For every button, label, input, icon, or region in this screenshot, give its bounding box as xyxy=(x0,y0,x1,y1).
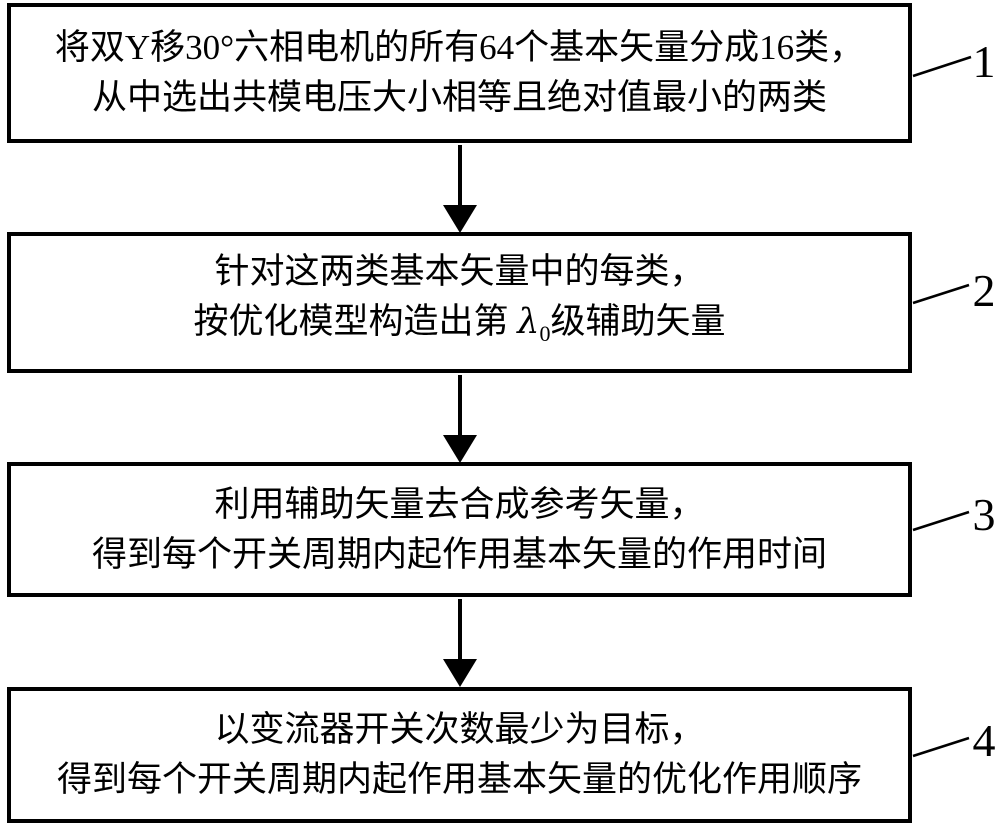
leader-line-2 xyxy=(912,283,970,305)
leader-line-1 xyxy=(912,55,972,78)
flow-step-4-line2: 得到每个开关周期内起作用基本矢量的优化作用顺序 xyxy=(56,760,862,799)
flow-step-3-line2: 得到每个开关周期内起作用基本矢量的作用时间 xyxy=(91,534,827,574)
down-arrow-3-shaft xyxy=(458,599,462,661)
flow-step-1-box: 将双Y移30°六相电机的所有64个基本矢量分成16类， 从中选出共模电压大小相等… xyxy=(7,3,912,143)
down-arrow-2-head xyxy=(443,435,477,463)
flow-step-3-box: 利用辅助矢量去合成参考矢量， 得到每个开关周期内起作用基本矢量的作用时间 xyxy=(7,462,912,597)
lambda-subscript: 0 xyxy=(539,320,551,346)
down-arrow-1-head xyxy=(443,205,477,233)
flow-step-2-line2-suffix: 级辅助矢量 xyxy=(550,301,726,341)
ref-label-4: 4 xyxy=(972,715,996,766)
flow-step-1-line1: 将双Y移30°六相电机的所有64个基本矢量分成16类， xyxy=(54,28,865,67)
down-arrow-2-shaft xyxy=(458,375,462,437)
down-arrow-1-shaft xyxy=(458,145,462,209)
flow-step-4-box: 以变流器开关次数最少为目标， 得到每个开关周期内起作用基本矢量的优化作用顺序 xyxy=(7,687,912,823)
ref-label-2: 2 xyxy=(972,265,996,316)
leader-line-3 xyxy=(912,510,970,532)
flow-step-2-box: 针对这两类基本矢量中的每类， 按优化模型构造出第 λ0级辅助矢量 xyxy=(7,232,912,373)
flow-step-2-line2: 按优化模型构造出第 λ0级辅助矢量 xyxy=(194,297,726,359)
lambda-symbol: λ xyxy=(517,301,540,342)
flow-step-2-line2-prefix: 按优化模型构造出第 xyxy=(193,301,518,341)
ref-label-3: 3 xyxy=(972,489,996,540)
flow-step-2-line1: 针对这两类基本矢量中的每类， xyxy=(214,251,705,291)
flow-step-1-line2: 从中选出共模电压大小相等且绝对值最小的两类 xyxy=(91,78,827,117)
ref-label-1: 1 xyxy=(972,36,996,87)
flow-step-3-line1: 利用辅助矢量去合成参考矢量， xyxy=(214,484,705,524)
down-arrow-3-head xyxy=(443,659,477,687)
leader-line-4 xyxy=(912,736,970,758)
flow-step-4-line1: 以变流器开关次数最少为目标， xyxy=(214,710,705,749)
